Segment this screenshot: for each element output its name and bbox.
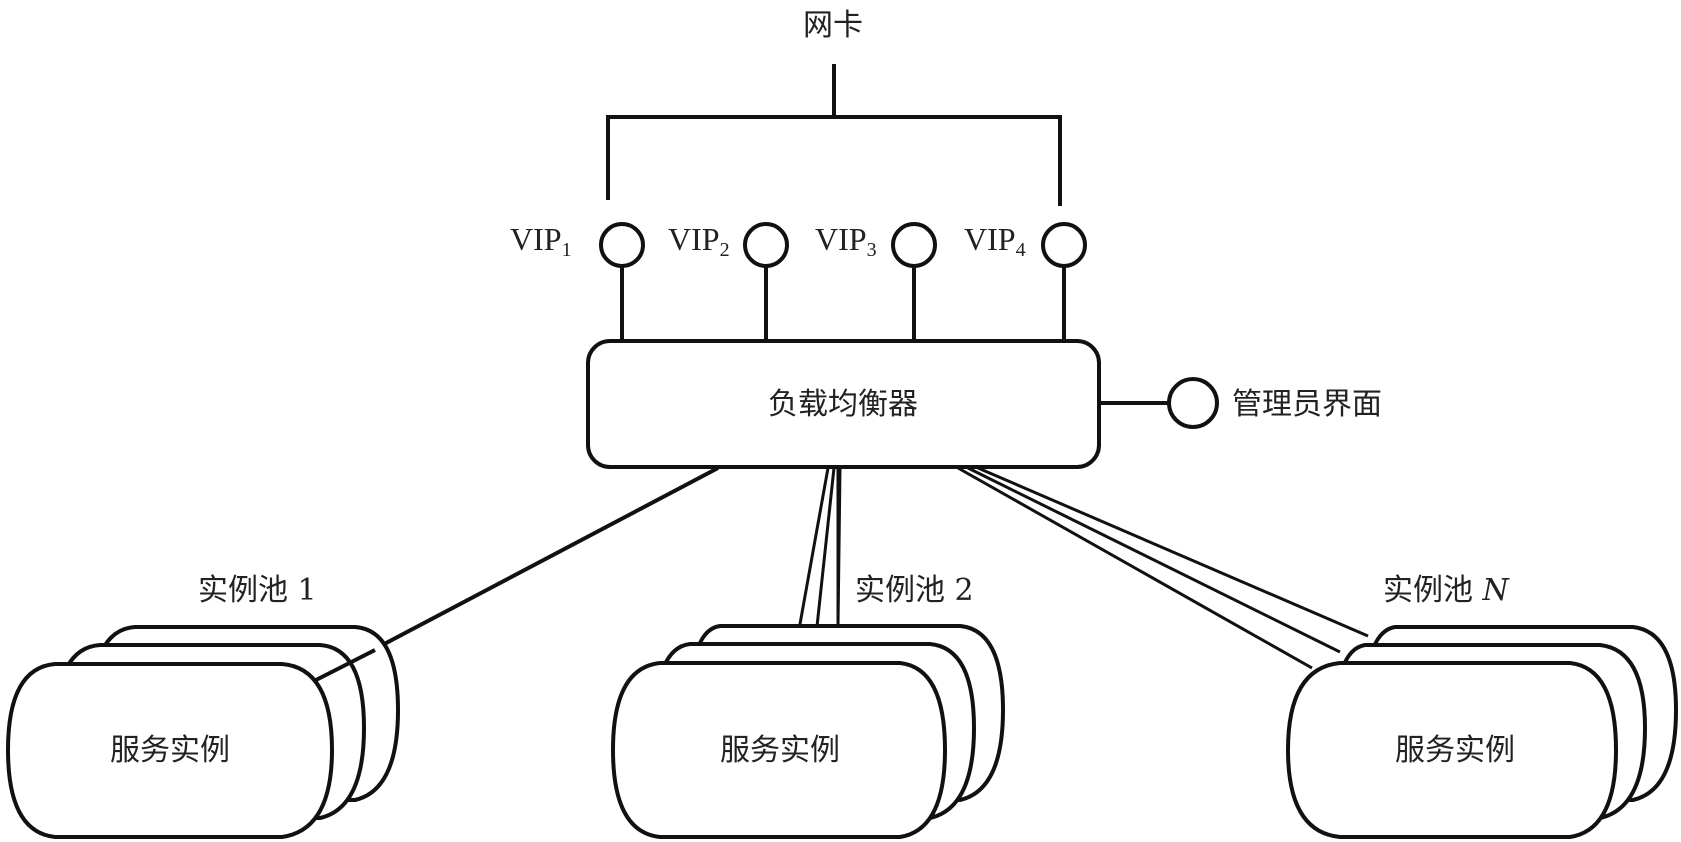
vip-port-1 — [599, 222, 645, 342]
admin-circle-icon — [1167, 377, 1219, 429]
instance-pool-2: 实例池 2 服务实例 — [610, 468, 1006, 839]
admin-interface: 管理员界面 — [1100, 377, 1382, 429]
pool-1-title: 实例池 1 — [198, 573, 317, 608]
load-balancer-label: 负载均衡器 — [768, 387, 918, 422]
instance-pool-n: 实例池 N 服务实例 — [1285, 573, 1679, 839]
vip-4-circle-icon — [1041, 222, 1087, 268]
links-pool-n — [957, 466, 1369, 670]
pool-n-instance-front — [1285, 661, 1619, 839]
admin-label: 管理员界面 — [1232, 387, 1382, 422]
pool-1-instance-front — [5, 662, 335, 839]
load-balancer: 负载均衡器 — [586, 339, 1101, 469]
pool-n-instance-label: 服务实例 — [1395, 733, 1515, 768]
nic-bracket — [606, 64, 1062, 206]
vip-label-1: VIP1 — [510, 221, 572, 261]
vip-3-circle-icon — [891, 222, 937, 268]
nic-label: 网卡 — [803, 8, 863, 43]
vip-port-4 — [1041, 222, 1087, 342]
pool-2-instance-front — [610, 661, 948, 839]
pool-2-instance-label: 服务实例 — [720, 733, 840, 768]
vip-label-2: VIP2 — [668, 221, 730, 261]
vip-port-3 — [891, 222, 937, 342]
pool-2-title: 实例池 2 — [855, 573, 974, 608]
pool-1-instance-label: 服务实例 — [110, 733, 230, 768]
vip-2-circle-icon — [743, 222, 789, 268]
vip-label-3: VIP3 — [815, 221, 877, 261]
vip-port-2 — [743, 222, 789, 342]
vip-1-circle-icon — [599, 222, 645, 268]
instance-pool-1: 实例池 1 服务实例 — [5, 573, 401, 839]
vip-label-4: VIP4 — [964, 221, 1026, 261]
pool-n-title: 实例池 N — [1383, 573, 1511, 608]
